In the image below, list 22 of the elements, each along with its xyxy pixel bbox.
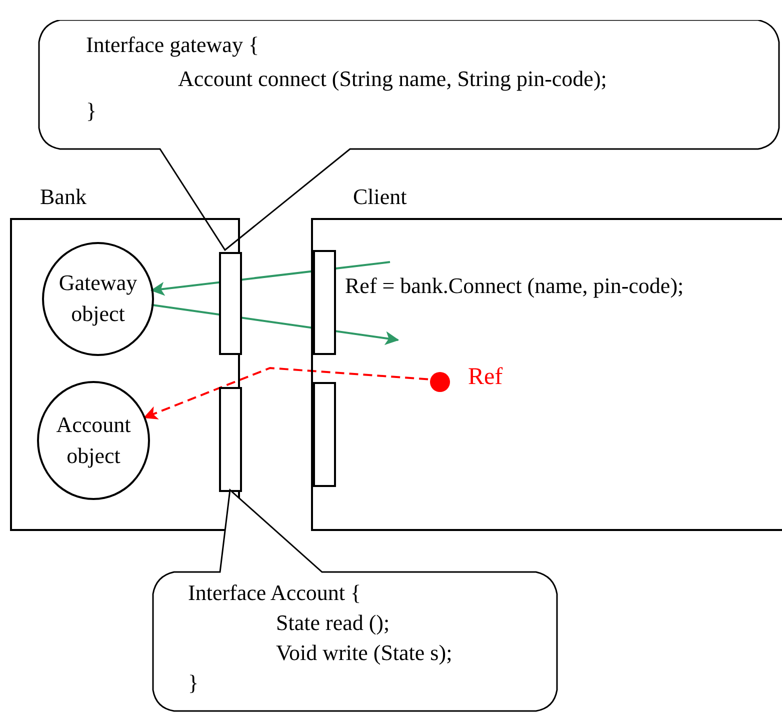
speech-bubble <box>152 488 558 713</box>
code-text: Void write (State s); <box>276 640 452 666</box>
speech-bubble <box>38 20 780 252</box>
interface-port <box>219 252 242 355</box>
interface-port <box>313 382 336 487</box>
reference-dot <box>430 372 450 392</box>
object-circle <box>37 381 150 500</box>
interface-port <box>219 387 242 492</box>
code-text: } <box>86 98 97 124</box>
code-text: Interface Account { <box>188 580 362 606</box>
code-text: Interface gateway { <box>86 32 260 58</box>
object-label: Gateway object <box>58 269 138 328</box>
object-circle <box>42 242 154 356</box>
code-text: State read (); <box>276 610 390 636</box>
frame-title: Bank <box>40 184 86 210</box>
code-text: } <box>188 670 199 696</box>
frame-title: Client <box>353 184 407 210</box>
code-text: Ref = bank.Connect (name, pin-code); <box>345 273 684 298</box>
object-label: Account object <box>55 410 132 470</box>
code-text: Account connect (String name, String pin-code); <box>178 66 607 92</box>
reference-label: Ref <box>468 364 503 392</box>
interface-port <box>313 250 336 355</box>
